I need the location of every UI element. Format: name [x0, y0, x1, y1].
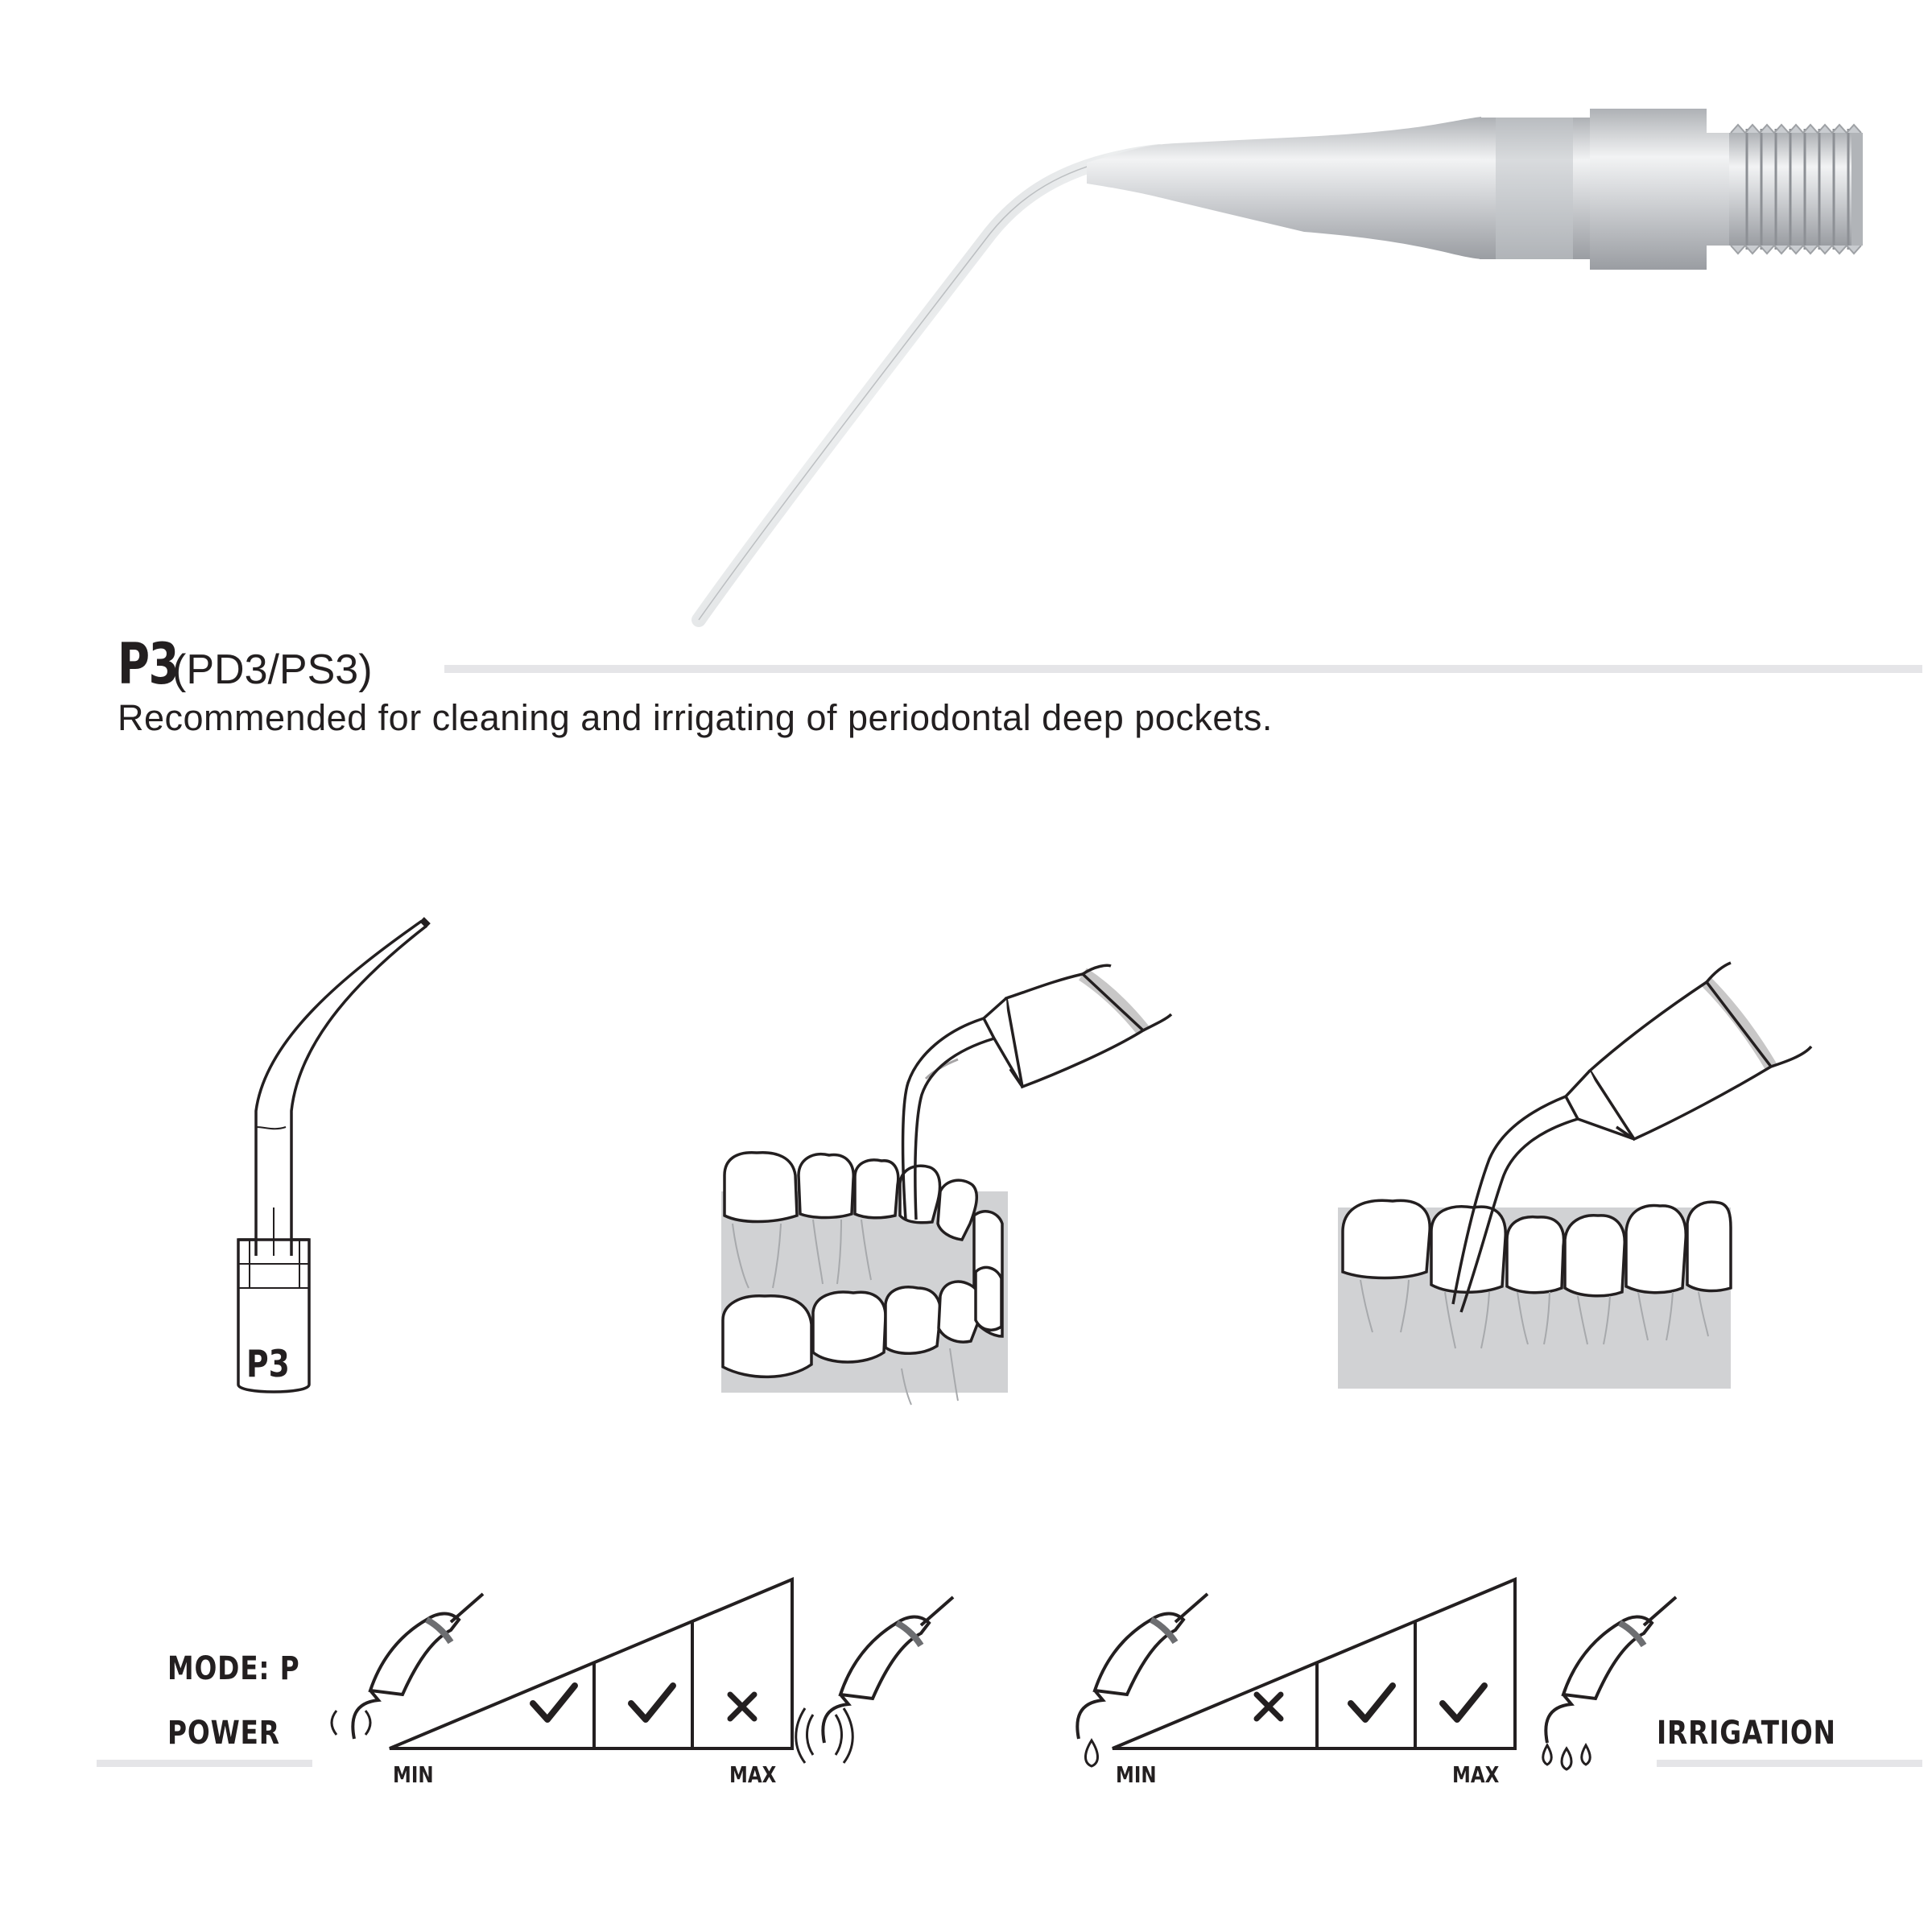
title-divider [444, 665, 1922, 673]
power-label: POWER [167, 1715, 280, 1752]
left-divider [97, 1760, 312, 1767]
power-max-label: MAX [729, 1761, 777, 1788]
irrigation-max-handpiece-icon [1542, 1596, 1678, 1771]
product-title: P3(PD3/PS3) [118, 636, 373, 692]
power-level-3-cross-icon [727, 1691, 758, 1722]
product-alt-codes: (PD3/PS3) [172, 646, 373, 693]
mode-label: MODE: P [167, 1650, 300, 1687]
product-code: P3 [118, 631, 179, 697]
tip-outline-drawing [237, 919, 428, 1393]
arch-usage-drawing [721, 964, 1173, 1406]
tip-stamp: P3 [246, 1342, 290, 1385]
irrigation-level-2-check-icon [1348, 1682, 1396, 1723]
irrigation-gauge [1112, 1576, 1517, 1750]
irrigation-level-3-check-icon [1439, 1682, 1488, 1723]
scaler-tip-illustration [691, 109, 1863, 627]
power-max-handpiece-icon [795, 1596, 955, 1764]
irrigation-level-marks [1253, 1682, 1488, 1723]
power-level-1-check-icon [530, 1682, 578, 1723]
irrigation-min-handpiece-icon [1075, 1592, 1209, 1768]
product-description: Recommended for cleaning and irrigating … [118, 697, 1273, 738]
irrigation-min-label: MIN [1116, 1761, 1157, 1788]
irrigation-max-label: MAX [1452, 1761, 1500, 1788]
power-min-handpiece-icon [330, 1592, 485, 1740]
power-level-marks [530, 1682, 758, 1723]
power-level-2-check-icon [628, 1682, 676, 1723]
irrigation-level-1-cross-icon [1253, 1691, 1284, 1722]
power-gauge [389, 1576, 794, 1750]
settings-gauges [330, 1576, 1678, 1771]
right-divider [1657, 1760, 1922, 1767]
usage-illustrations: P3 [237, 917, 1813, 1406]
lateral-usage-drawing [1338, 961, 1813, 1389]
irrigation-label: IRRIGATION [1657, 1715, 1836, 1752]
power-min-label: MIN [393, 1761, 434, 1788]
